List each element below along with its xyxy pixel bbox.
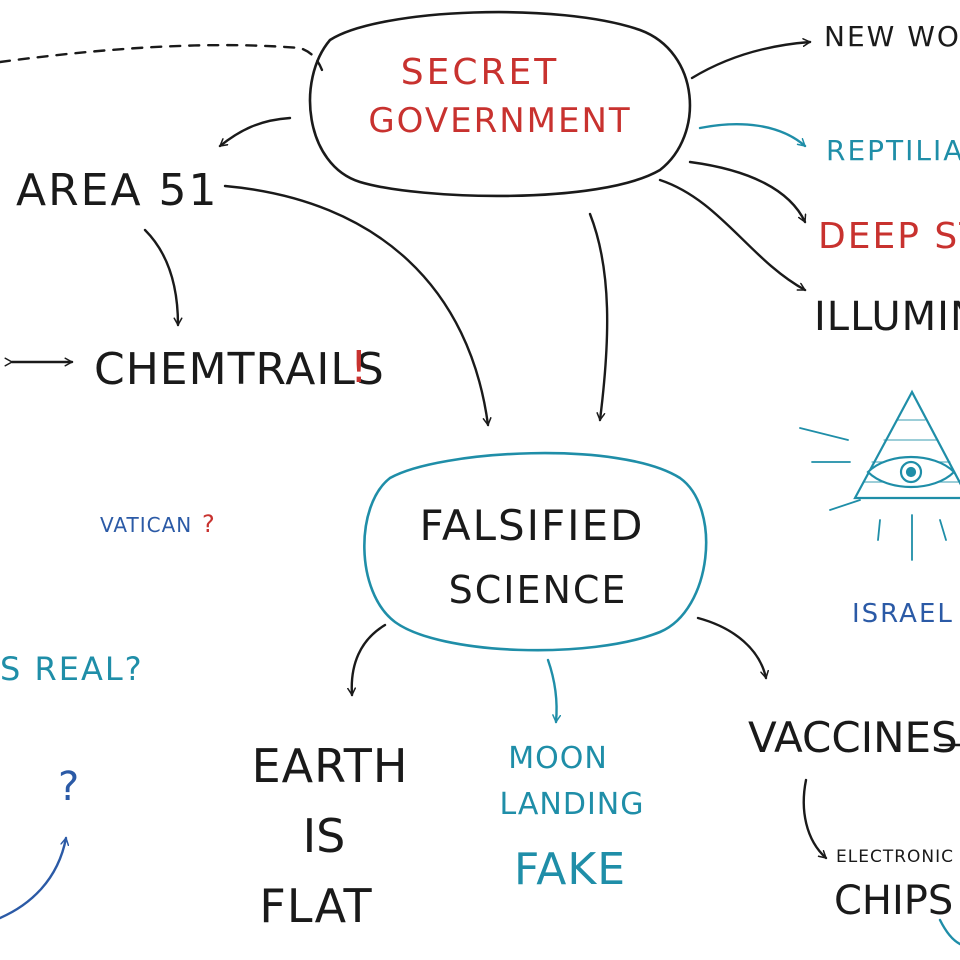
bubble-falsified-science bbox=[363, 451, 708, 652]
label-moon: MOON bbox=[508, 741, 608, 776]
arrow-science-to-moon bbox=[546, 658, 557, 722]
arrow-area51-to-chemtrails bbox=[143, 228, 178, 325]
label-is-real: S REAL? bbox=[0, 650, 144, 688]
arrow-bottom-left bbox=[0, 838, 66, 920]
label-reptilian: REPTILIAN bbox=[826, 134, 960, 167]
bubble-secret-government bbox=[308, 10, 692, 198]
label-illuminati: ILLUMINAT bbox=[814, 294, 960, 340]
label-chemtrails: CHEMTRAILS bbox=[94, 344, 385, 395]
label-chips: CHIPS bbox=[834, 878, 953, 924]
label-new-world: NEW WORL bbox=[824, 20, 960, 53]
label-vatican: VATICAN bbox=[100, 513, 192, 537]
label-earth: EARTH bbox=[252, 739, 409, 793]
arrow-secret-to-science bbox=[588, 212, 609, 420]
eye-in-triangle-icon bbox=[799, 389, 960, 561]
label-landing: LANDING bbox=[499, 787, 644, 822]
label-electronic: ELECTRONIC bbox=[836, 847, 954, 867]
dashed-connector bbox=[0, 43, 324, 72]
label-government: GOVERNMENT bbox=[368, 101, 631, 141]
arrow-secret-to-newworld bbox=[690, 42, 810, 80]
label-science: SCIENCE bbox=[449, 568, 628, 612]
arrow-science-to-earth bbox=[352, 623, 387, 695]
label-vaccines: VACCINES bbox=[748, 713, 958, 762]
label-question-mark: ? bbox=[58, 764, 79, 810]
arrow-secret-to-illuminati bbox=[658, 178, 805, 292]
label-vatican-mark: ? bbox=[202, 510, 215, 538]
arrow-secret-to-deepstate bbox=[688, 160, 805, 222]
arrow-secret-to-reptilian bbox=[698, 123, 807, 148]
curve-chips-right bbox=[938, 918, 960, 946]
arrow-area51-to-science bbox=[223, 184, 488, 425]
label-secret: SECRET bbox=[401, 52, 559, 93]
label-falsified: FALSIFIED bbox=[420, 501, 645, 550]
arrow-secret-to-area51 bbox=[220, 116, 292, 148]
arrow-vaccines-to-chips bbox=[802, 778, 828, 860]
arrow-science-to-vaccines bbox=[696, 616, 766, 678]
label-flat: FLAT bbox=[259, 879, 372, 933]
label-fake: FAKE bbox=[514, 844, 626, 895]
label-area51: AREA 51 bbox=[16, 165, 219, 216]
label-deep-state: DEEP STA bbox=[818, 216, 960, 257]
label-chemtrails-mark: ! bbox=[350, 342, 368, 393]
label-is: IS bbox=[303, 809, 346, 863]
label-israel: ISRAEL bbox=[852, 599, 954, 629]
